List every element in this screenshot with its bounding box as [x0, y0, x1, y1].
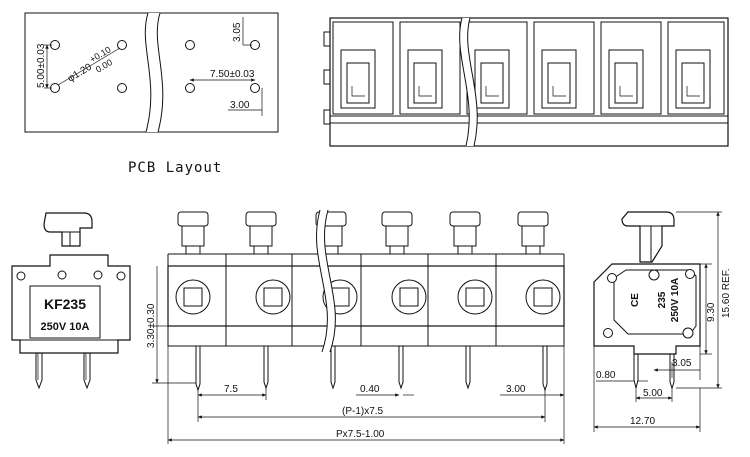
front-view: 3.30±0.30 7.5 0.40 3.00 (P-1)x7.5 Px7.5-… [146, 209, 565, 444]
pin [35, 353, 43, 390]
dim-pitch: 7.50±0.03 [210, 69, 255, 80]
dim-pin-thickness: 0.80 [596, 370, 616, 381]
dim-hole-diameter: φ1.20 [66, 62, 94, 85]
front-levers [177, 211, 549, 255]
front-break-band [316, 210, 336, 352]
front-body [167, 265, 565, 327]
dim-inner-span: (P-1)x7.5 [342, 406, 384, 417]
wire-entries [175, 279, 561, 315]
side-lever [621, 211, 675, 263]
dim-overall: Px7.5-1.00 [336, 429, 385, 440]
pcb-hole [185, 40, 195, 50]
top-module [600, 21, 662, 115]
front-lever [177, 211, 209, 255]
dim-body-height: 9.30 [706, 302, 717, 322]
pcb-hole [117, 40, 127, 50]
top-module [667, 21, 725, 115]
dim-edge-offset: 3.00 [230, 100, 250, 111]
pin [83, 353, 91, 390]
dim-leader [57, 47, 121, 86]
wire-entry [391, 279, 427, 315]
ce-mark: CE [630, 293, 641, 307]
pcb-hole [117, 83, 127, 93]
dim-pitch-front: 7.5 [224, 384, 238, 395]
side-pin [633, 354, 639, 389]
dim-depth: 12.70 [630, 416, 655, 427]
pcb-hole [185, 83, 195, 93]
wire-entry [457, 279, 493, 315]
pcb-hole [250, 83, 260, 93]
front-lever [449, 211, 481, 255]
front-lever [245, 211, 277, 255]
side-rating-mark: 250V 10A [670, 278, 681, 322]
wire-entry [255, 279, 291, 315]
side-model-mark: 235 [657, 291, 668, 308]
pcb-break-line-left [144, 12, 152, 133]
top-module [533, 21, 595, 115]
top-view-modules [332, 21, 725, 115]
dim-pin-spacing: 5.00 [643, 388, 663, 399]
dim-height-ref: 15.60 REF. [721, 269, 732, 318]
dim-pin-height: 3.30±0.30 [146, 303, 157, 348]
front-lever [381, 211, 413, 255]
top-module [399, 21, 461, 115]
lever [43, 212, 93, 247]
pcb-break-band [145, 13, 163, 132]
model-label: KF235 [44, 296, 86, 312]
top-break-band [459, 18, 478, 146]
wire-entry [525, 279, 561, 315]
top-view [323, 17, 729, 147]
pcb-break-line-right [156, 12, 164, 133]
dim-vertical-offset: 3.05 [232, 22, 243, 42]
left-end-view: KF235 250V 10A [11, 212, 131, 390]
dim-pin-offset: 3.05 [672, 358, 692, 369]
pcb-layout-caption: PCB Layout [128, 160, 222, 176]
label-plate [29, 285, 101, 339]
pcb-layout-view: 5.00±0.03 φ1.20 +0.10 0.00 3.05 7.50±0.0… [24, 12, 279, 176]
dim-pin-width: 0.40 [360, 384, 380, 395]
top-module [332, 21, 394, 115]
front-lever [517, 211, 549, 255]
side-view: CE 235 250V 10A 15.60 REF. 9.30 3.05 0.8… [593, 211, 732, 432]
dim-row-spacing: 5.00±0.03 [36, 43, 47, 88]
rating-label: 250V 10A [41, 321, 90, 333]
wire-entry [175, 279, 211, 315]
dim-edge: 3.00 [506, 384, 526, 395]
side-body [593, 263, 701, 355]
